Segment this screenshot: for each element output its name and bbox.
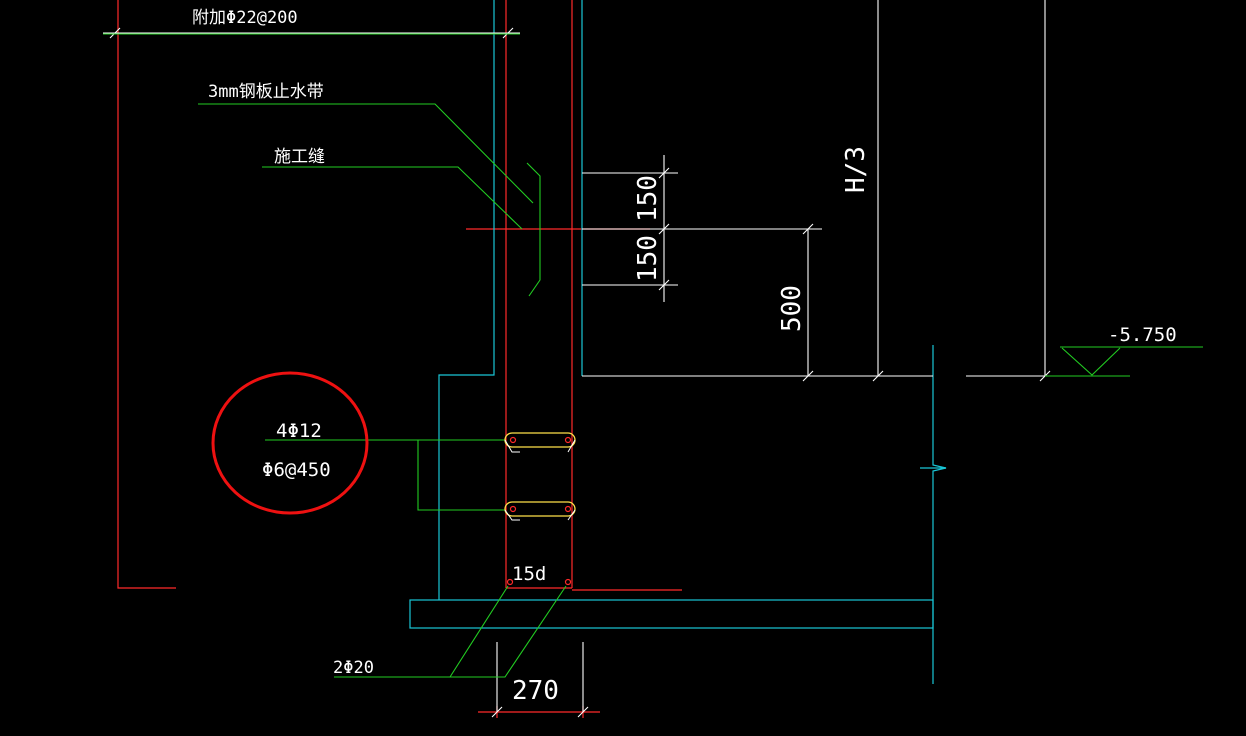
- dim-h3: H/3: [841, 146, 871, 193]
- leader-lines: [103, 33, 1203, 678]
- dim-500: 500: [777, 285, 807, 332]
- anchor-label: 15d: [512, 563, 546, 585]
- bars-4-label: 4Φ12: [276, 420, 322, 442]
- waterstop-label: 3mm钢板止水带: [208, 82, 324, 102]
- stirrups: [504, 432, 576, 517]
- tie-bar-hooks: [504, 439, 576, 521]
- bottom-bar-dots: [506, 578, 572, 586]
- dim-150-upper: 150: [633, 175, 663, 222]
- elevation-label: -5.750: [1108, 324, 1177, 346]
- bottom-bars-label: 2Φ20: [333, 658, 374, 678]
- dim-150-lower: 150: [633, 235, 663, 282]
- tie-bar-label: Φ6@450: [262, 459, 331, 481]
- wall-outline: [409, 0, 947, 684]
- stirrup-bar-dots: [509, 436, 572, 513]
- additional-bar-label: 附加Φ22@200: [192, 8, 298, 28]
- highlight-circle: [211, 371, 369, 515]
- dimension-lines: [103, 0, 1130, 718]
- wall-width-label: 270: [512, 676, 559, 706]
- rebar-lines: [117, 0, 682, 718]
- construction-joint-label: 施工缝: [274, 147, 325, 167]
